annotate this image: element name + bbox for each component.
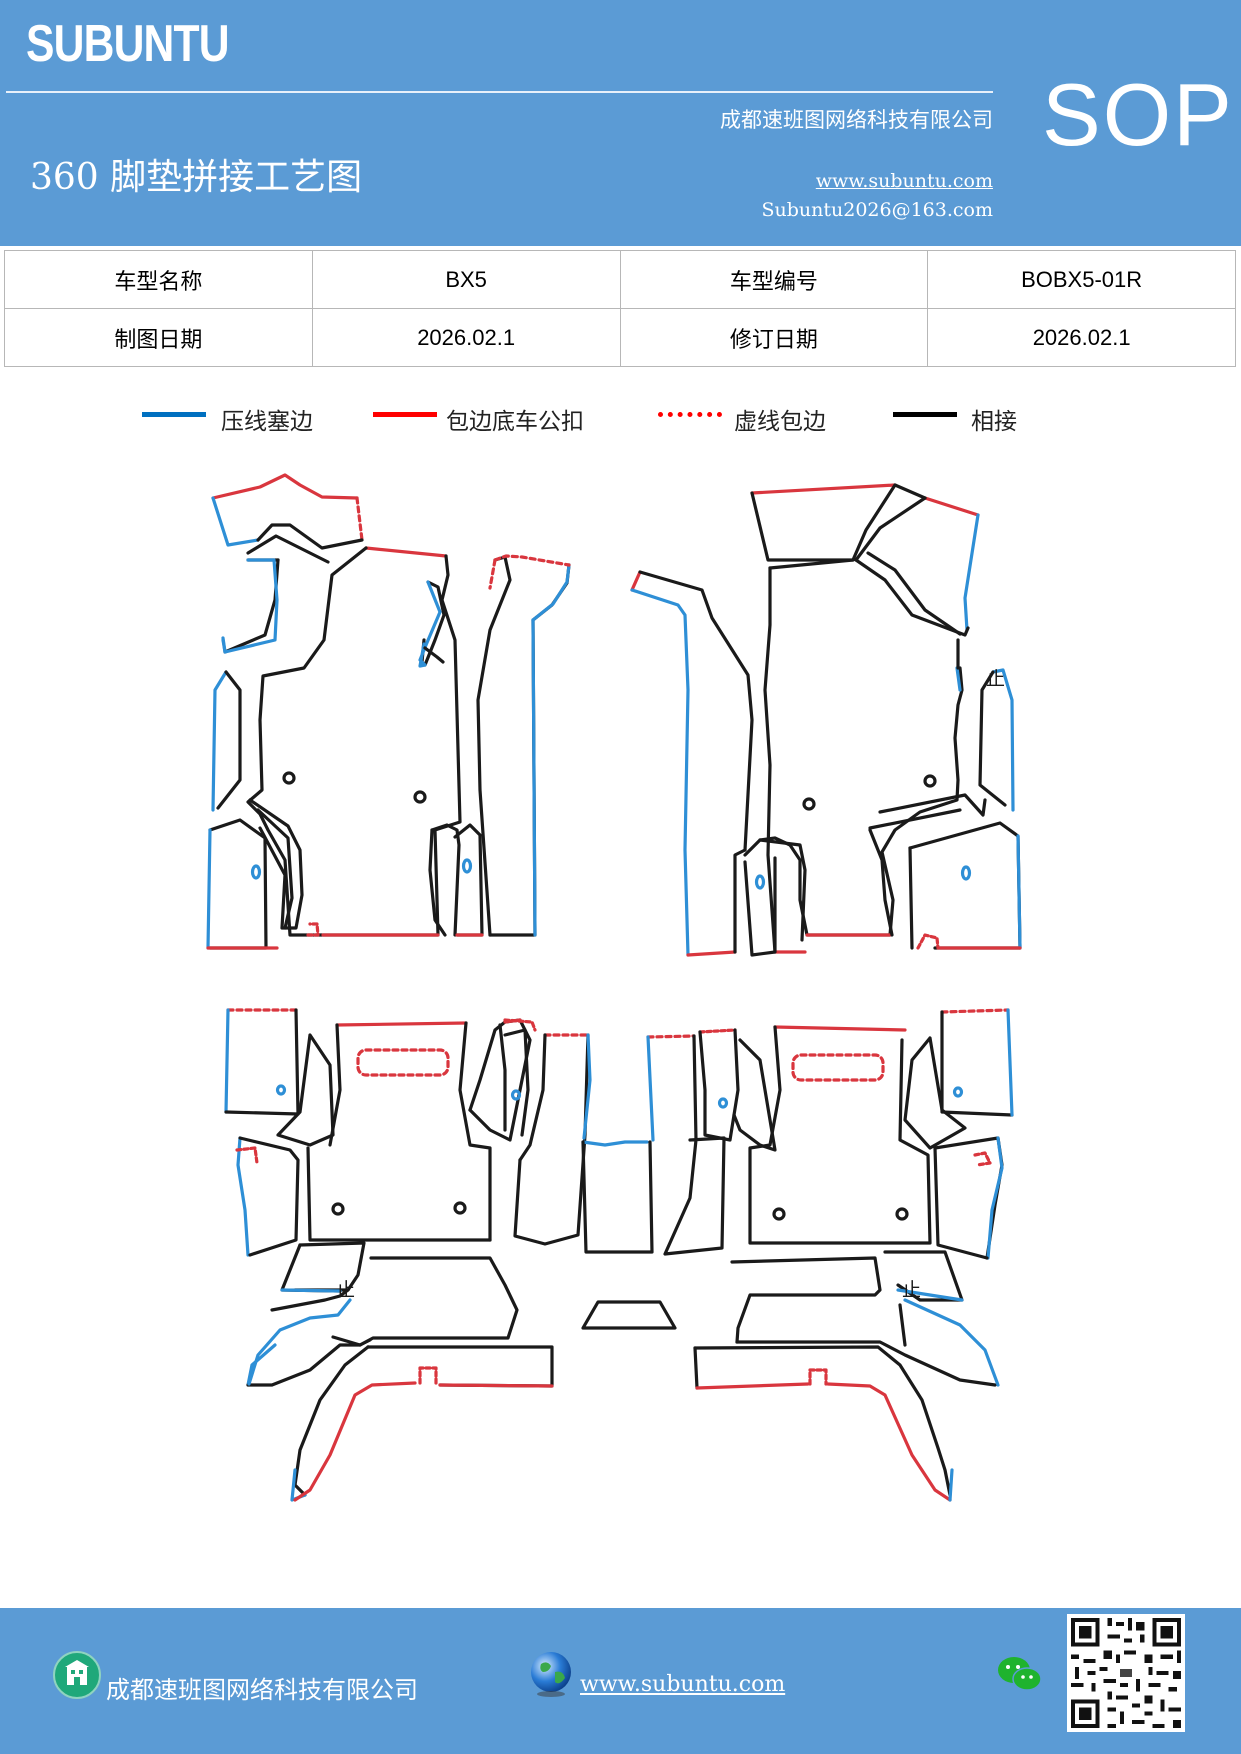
footer-company: 成都速班图网络科技有限公司 [106,1676,418,1704]
qr-code[interactable] [1067,1614,1185,1732]
globe-icon [531,1652,571,1697]
stop-mark: 止 [336,1279,355,1301]
footer-banner: 成都速班图网络科技有限公司 www.subuntu.com [0,1608,1241,1754]
header-url-link[interactable]: www.subuntu.com [815,170,993,192]
stop-mark: 止 [986,668,1005,690]
floor-mat-diagram: 止 [206,473,1022,1502]
revise-date-label: 修订日期 [619,308,929,367]
model-code-label: 车型编号 [619,250,929,309]
revise-date-value: 2026.02.1 [927,308,1236,367]
wechat-icon[interactable] [996,1654,1044,1696]
stop-mark: 止 [902,1279,921,1301]
model-name-value: BX5 [311,250,621,309]
front-right-mat: 止 [630,483,1022,957]
draw-date-value: 2026.02.1 [311,308,621,367]
model-name-label: 车型名称 [4,250,313,309]
front-left-mat [206,473,571,950]
center-tunnel-mat [581,1140,677,1330]
info-row: 制图日期 2026.02.1 修订日期 2026.02.1 [4,308,1236,367]
header-banner: SUBUNTU 成都速班图网络科技有限公司 360 脚垫拼接工艺图 www.su… [0,0,1241,246]
info-row: 车型名称 BX5 车型编号 BOBX5-01R [4,250,1236,309]
footer-url-link[interactable]: www.subuntu.com [580,1672,786,1697]
sop-badge: SOP [1042,65,1234,164]
rear-left-mat: 止 [224,1008,592,1502]
brand-logo: SUBUNTU [26,15,230,73]
page-title: 360 脚垫拼接工艺图 [30,157,363,198]
legend: 压线塞边 包边底车公扣 虚线包边 相接 [0,398,1241,442]
building-icon [53,1651,101,1699]
legend-swatch-blue [142,412,206,417]
info-table: 车型名称 BX5 车型编号 BOBX5-01R 制图日期 2026.02.1 修… [4,250,1236,367]
draw-date-label: 制图日期 [4,308,313,367]
header-email[interactable]: Subuntu2026@163.com [761,199,993,221]
legend-label: 相接 [971,409,1017,435]
legend-swatch-red [373,412,437,417]
header-company: 成都速班图网络科技有限公司 [720,108,993,132]
legend-swatch-red-dotted [658,412,722,417]
legend-swatch-black [893,412,957,417]
legend-label: 虚线包边 [734,409,826,435]
legend-label: 包边底车公扣 [446,409,584,435]
model-code-value: BOBX5-01R [927,250,1236,309]
header-divider [6,91,993,93]
legend-label: 压线塞边 [221,409,313,435]
rear-right-mat: 止 [646,1008,1014,1502]
